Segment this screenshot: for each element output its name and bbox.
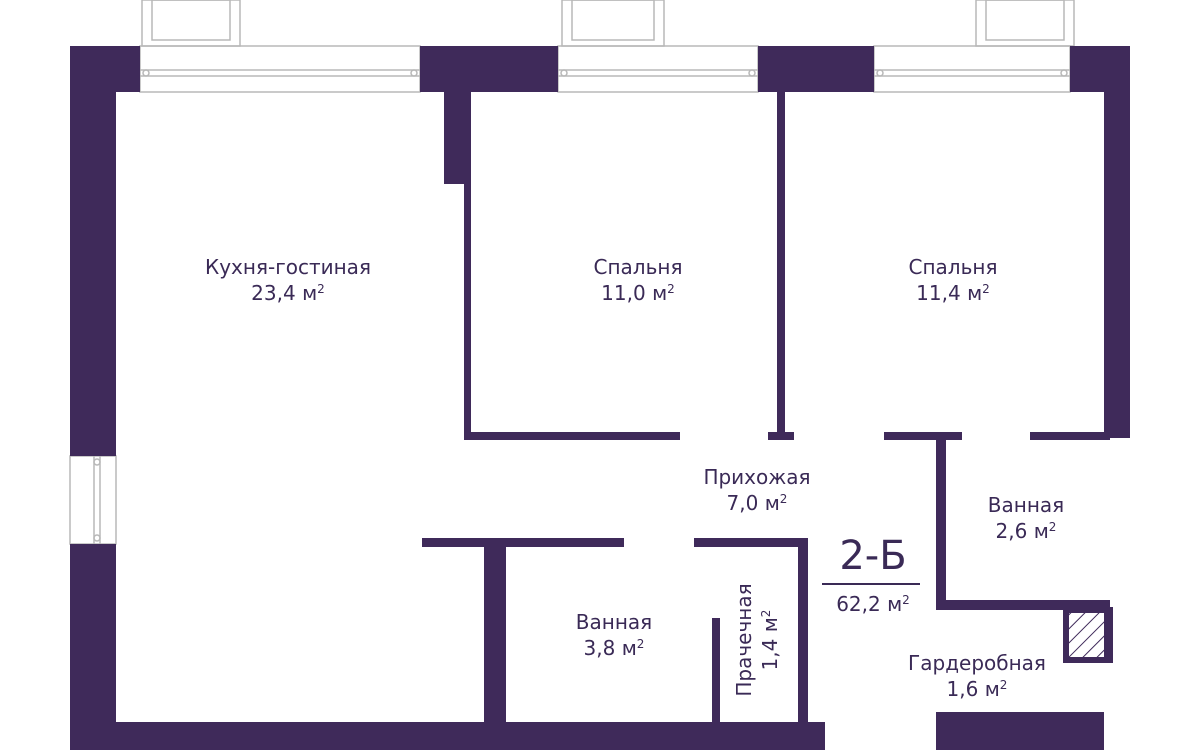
area-sup: 2 <box>779 492 788 506</box>
area-value: 11,0 м <box>601 281 668 305</box>
area-value: 7,0 м <box>726 491 780 515</box>
balcony-left <box>141 0 241 47</box>
total-area-sup: 2 <box>902 593 910 607</box>
area-sup: 2 <box>982 282 990 296</box>
room-bathroom-small: Ванная 2,6 м2 <box>988 492 1064 544</box>
room-name: Спальня <box>908 255 998 279</box>
room-name: Кухня-гостиная <box>205 255 371 279</box>
room-bedroom-2: Спальня 11,4 м2 <box>909 254 998 306</box>
total-area-value: 62,2 м <box>836 592 903 616</box>
room-name: Ванная <box>575 610 653 634</box>
room-area: 1,4 м2 <box>757 583 783 696</box>
area-sup: 2 <box>317 282 325 296</box>
exterior-walls <box>70 46 1130 750</box>
area-value: 3,8 м <box>583 636 637 660</box>
room-kitchen-living: Кухня-гостиная 23,4 м2 <box>205 254 371 306</box>
room-name: Спальня <box>593 255 683 279</box>
room-hallway: Прихожая 7,0 м2 <box>703 464 810 516</box>
balcony-right <box>975 0 1075 47</box>
room-name: Прачечная <box>732 583 756 697</box>
room-area: 23,4 м2 <box>205 280 371 306</box>
window-top-right <box>873 45 1071 93</box>
room-laundry: Прачечная 1,4 м2 <box>731 583 783 696</box>
area-value: 2,6 м <box>995 519 1049 543</box>
interior-walls <box>422 92 1113 722</box>
apartment-code: 2-Б <box>839 533 907 579</box>
window-top-middle <box>557 45 759 93</box>
room-area: 1,6 м2 <box>908 676 1046 702</box>
room-area: 11,0 м2 <box>594 280 683 306</box>
area-value: 23,4 м <box>251 281 318 305</box>
area-sup: 2 <box>1048 520 1057 534</box>
room-area: 2,6 м2 <box>988 518 1064 544</box>
room-area: 7,0 м2 <box>703 490 810 516</box>
room-name: Гардеробная <box>908 651 1046 675</box>
room-name: Ванная <box>987 493 1065 517</box>
area-value: 11,4 м <box>916 281 983 305</box>
area-sup: 2 <box>759 609 773 618</box>
room-bedroom-1: Спальня 11,0 м2 <box>594 254 683 306</box>
window-top-left <box>139 45 421 93</box>
room-area: 11,4 м2 <box>909 280 998 306</box>
area-value: 1,6 м <box>946 677 1000 701</box>
area-sup: 2 <box>636 637 645 651</box>
balcony-middle <box>561 0 665 47</box>
room-name: Прихожая <box>703 465 811 489</box>
room-area: 3,8 м2 <box>576 635 652 661</box>
window-left <box>69 455 117 545</box>
room-wardrobe: Гардеробная 1,6 м2 <box>908 650 1046 702</box>
area-sup: 2 <box>999 678 1008 692</box>
room-bathroom-large: Ванная 3,8 м2 <box>576 609 652 661</box>
area-sup: 2 <box>667 282 675 296</box>
apartment-divider <box>822 583 920 585</box>
area-value: 1,4 м <box>758 617 782 671</box>
apartment-total-area: 62,2 м2 <box>836 591 910 617</box>
